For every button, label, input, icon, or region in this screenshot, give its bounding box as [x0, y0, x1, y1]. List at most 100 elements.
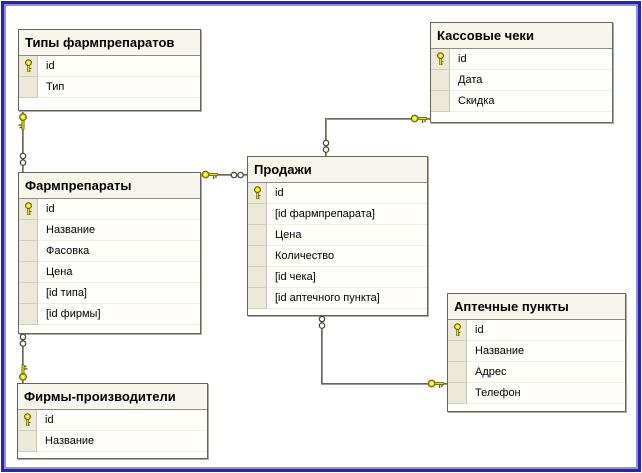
- field-row[interactable]: [id фармпрепарата]: [248, 204, 427, 225]
- row-selector: [248, 204, 267, 225]
- field-name: Цена: [38, 262, 200, 283]
- field-name: Дата: [450, 70, 612, 91]
- table-drugs[interactable]: Фармпрепараты id Название Фасовка: [18, 172, 201, 334]
- row-selector: [19, 220, 38, 241]
- field-row[interactable]: id: [248, 183, 427, 204]
- relation-line[interactable]: [22, 331, 24, 383]
- table-blank-area: [248, 309, 427, 315]
- relation-line[interactable]: [325, 118, 430, 120]
- field-row[interactable]: Тип: [19, 77, 200, 98]
- row-selector: [248, 183, 267, 204]
- field-row[interactable]: [id чека]: [248, 267, 427, 288]
- field-name: id: [267, 183, 427, 204]
- row-selector: [19, 77, 38, 98]
- row-selector: [18, 431, 37, 452]
- field-row[interactable]: Цена: [19, 262, 200, 283]
- table-types[interactable]: Типы фармпрепаратов id Тип: [18, 29, 201, 111]
- key-one-icon: [19, 364, 28, 381]
- primary-key-icon: [23, 413, 31, 426]
- row-selector: [448, 362, 467, 383]
- field-row[interactable]: Название: [18, 431, 207, 452]
- field-row[interactable]: Цена: [248, 225, 427, 246]
- row-selector: [19, 283, 38, 304]
- field-name: id: [450, 49, 612, 70]
- row-selector: [248, 246, 267, 267]
- relation-line[interactable]: [325, 118, 327, 157]
- field-name: [id чека]: [267, 267, 427, 288]
- field-row[interactable]: Дата: [431, 70, 612, 91]
- field-row[interactable]: [id типа]: [19, 283, 200, 304]
- table-title[interactable]: Кассовые чеки: [431, 23, 612, 49]
- field-name: Телефон: [467, 383, 625, 404]
- field-row[interactable]: [id аптечного пункта]: [248, 288, 427, 309]
- table-blank-area: [19, 325, 200, 333]
- table-firms[interactable]: Фирмы-производители id Название: [17, 383, 208, 459]
- field-row[interactable]: Название: [448, 341, 625, 362]
- table-title[interactable]: Фармпрепараты: [19, 173, 200, 199]
- field-name: Адрес: [467, 362, 625, 383]
- key-one-icon: [427, 379, 444, 388]
- table-sales[interactable]: Продажи id [id фармпрепарата] Цена: [247, 156, 428, 316]
- field-name: Количество: [267, 246, 427, 267]
- field-row[interactable]: [id фирмы]: [19, 304, 200, 325]
- table-title[interactable]: Аптечные пункты: [448, 294, 625, 320]
- field-name: Название: [38, 220, 200, 241]
- relation-line[interactable]: [22, 109, 24, 172]
- key-one-icon: [18, 113, 27, 130]
- table-blank-area: [18, 452, 207, 458]
- table-blank-area: [19, 98, 200, 110]
- field-name: id: [38, 56, 200, 77]
- row-selector: [19, 56, 38, 77]
- row-selector: [248, 225, 267, 246]
- row-selector: [248, 288, 267, 309]
- primary-key-icon: [253, 186, 261, 199]
- field-row[interactable]: Количество: [248, 246, 427, 267]
- row-selector: [448, 383, 467, 404]
- infinity-many-icon: [230, 171, 244, 179]
- row-selector: [19, 304, 38, 325]
- key-one-icon: [410, 114, 427, 123]
- infinity-many-icon: [322, 139, 330, 153]
- row-selector: [431, 70, 450, 91]
- table-title[interactable]: Фирмы-производители: [18, 384, 207, 410]
- relation-line[interactable]: [200, 174, 247, 176]
- relation-line[interactable]: [321, 383, 447, 385]
- field-name: Тип: [38, 77, 200, 98]
- row-selector: [19, 262, 38, 283]
- field-name: [id типа]: [38, 283, 200, 304]
- row-selector: [448, 320, 467, 341]
- row-selector: [248, 267, 267, 288]
- table-pharmacies[interactable]: Аптечные пункты id Название Адрес: [447, 293, 626, 412]
- table-title[interactable]: Продажи: [248, 157, 427, 183]
- field-name: Название: [467, 341, 625, 362]
- row-selector: [431, 91, 450, 112]
- field-row[interactable]: Адрес: [448, 362, 625, 383]
- field-name: [id фирмы]: [38, 304, 200, 325]
- field-row[interactable]: id: [19, 56, 200, 77]
- field-row[interactable]: id: [18, 410, 207, 431]
- field-row[interactable]: id: [19, 199, 200, 220]
- field-name: [id фармпрепарата]: [267, 204, 427, 225]
- field-row[interactable]: id: [448, 320, 625, 341]
- row-selector: [19, 199, 38, 220]
- primary-key-icon: [453, 323, 461, 336]
- infinity-many-icon: [19, 333, 27, 347]
- field-row[interactable]: id: [431, 49, 612, 70]
- table-blank-area: [448, 404, 625, 411]
- table-receipts[interactable]: Кассовые чеки id Дата Скидка: [430, 22, 613, 123]
- field-name: [id аптечного пункта]: [267, 288, 427, 309]
- table-title[interactable]: Типы фармпрепаратов: [19, 30, 200, 56]
- field-row[interactable]: Название: [19, 220, 200, 241]
- field-name: Фасовка: [38, 241, 200, 262]
- field-name: id: [37, 410, 207, 431]
- field-row[interactable]: Скидка: [431, 91, 612, 112]
- key-one-icon: [201, 170, 218, 179]
- primary-key-icon: [24, 202, 32, 215]
- field-row[interactable]: Телефон: [448, 383, 625, 404]
- infinity-many-icon: [19, 152, 27, 166]
- field-name: Скидка: [450, 91, 612, 112]
- field-row[interactable]: Фасовка: [19, 241, 200, 262]
- infinity-many-icon: [318, 315, 326, 329]
- relation-line[interactable]: [321, 313, 323, 385]
